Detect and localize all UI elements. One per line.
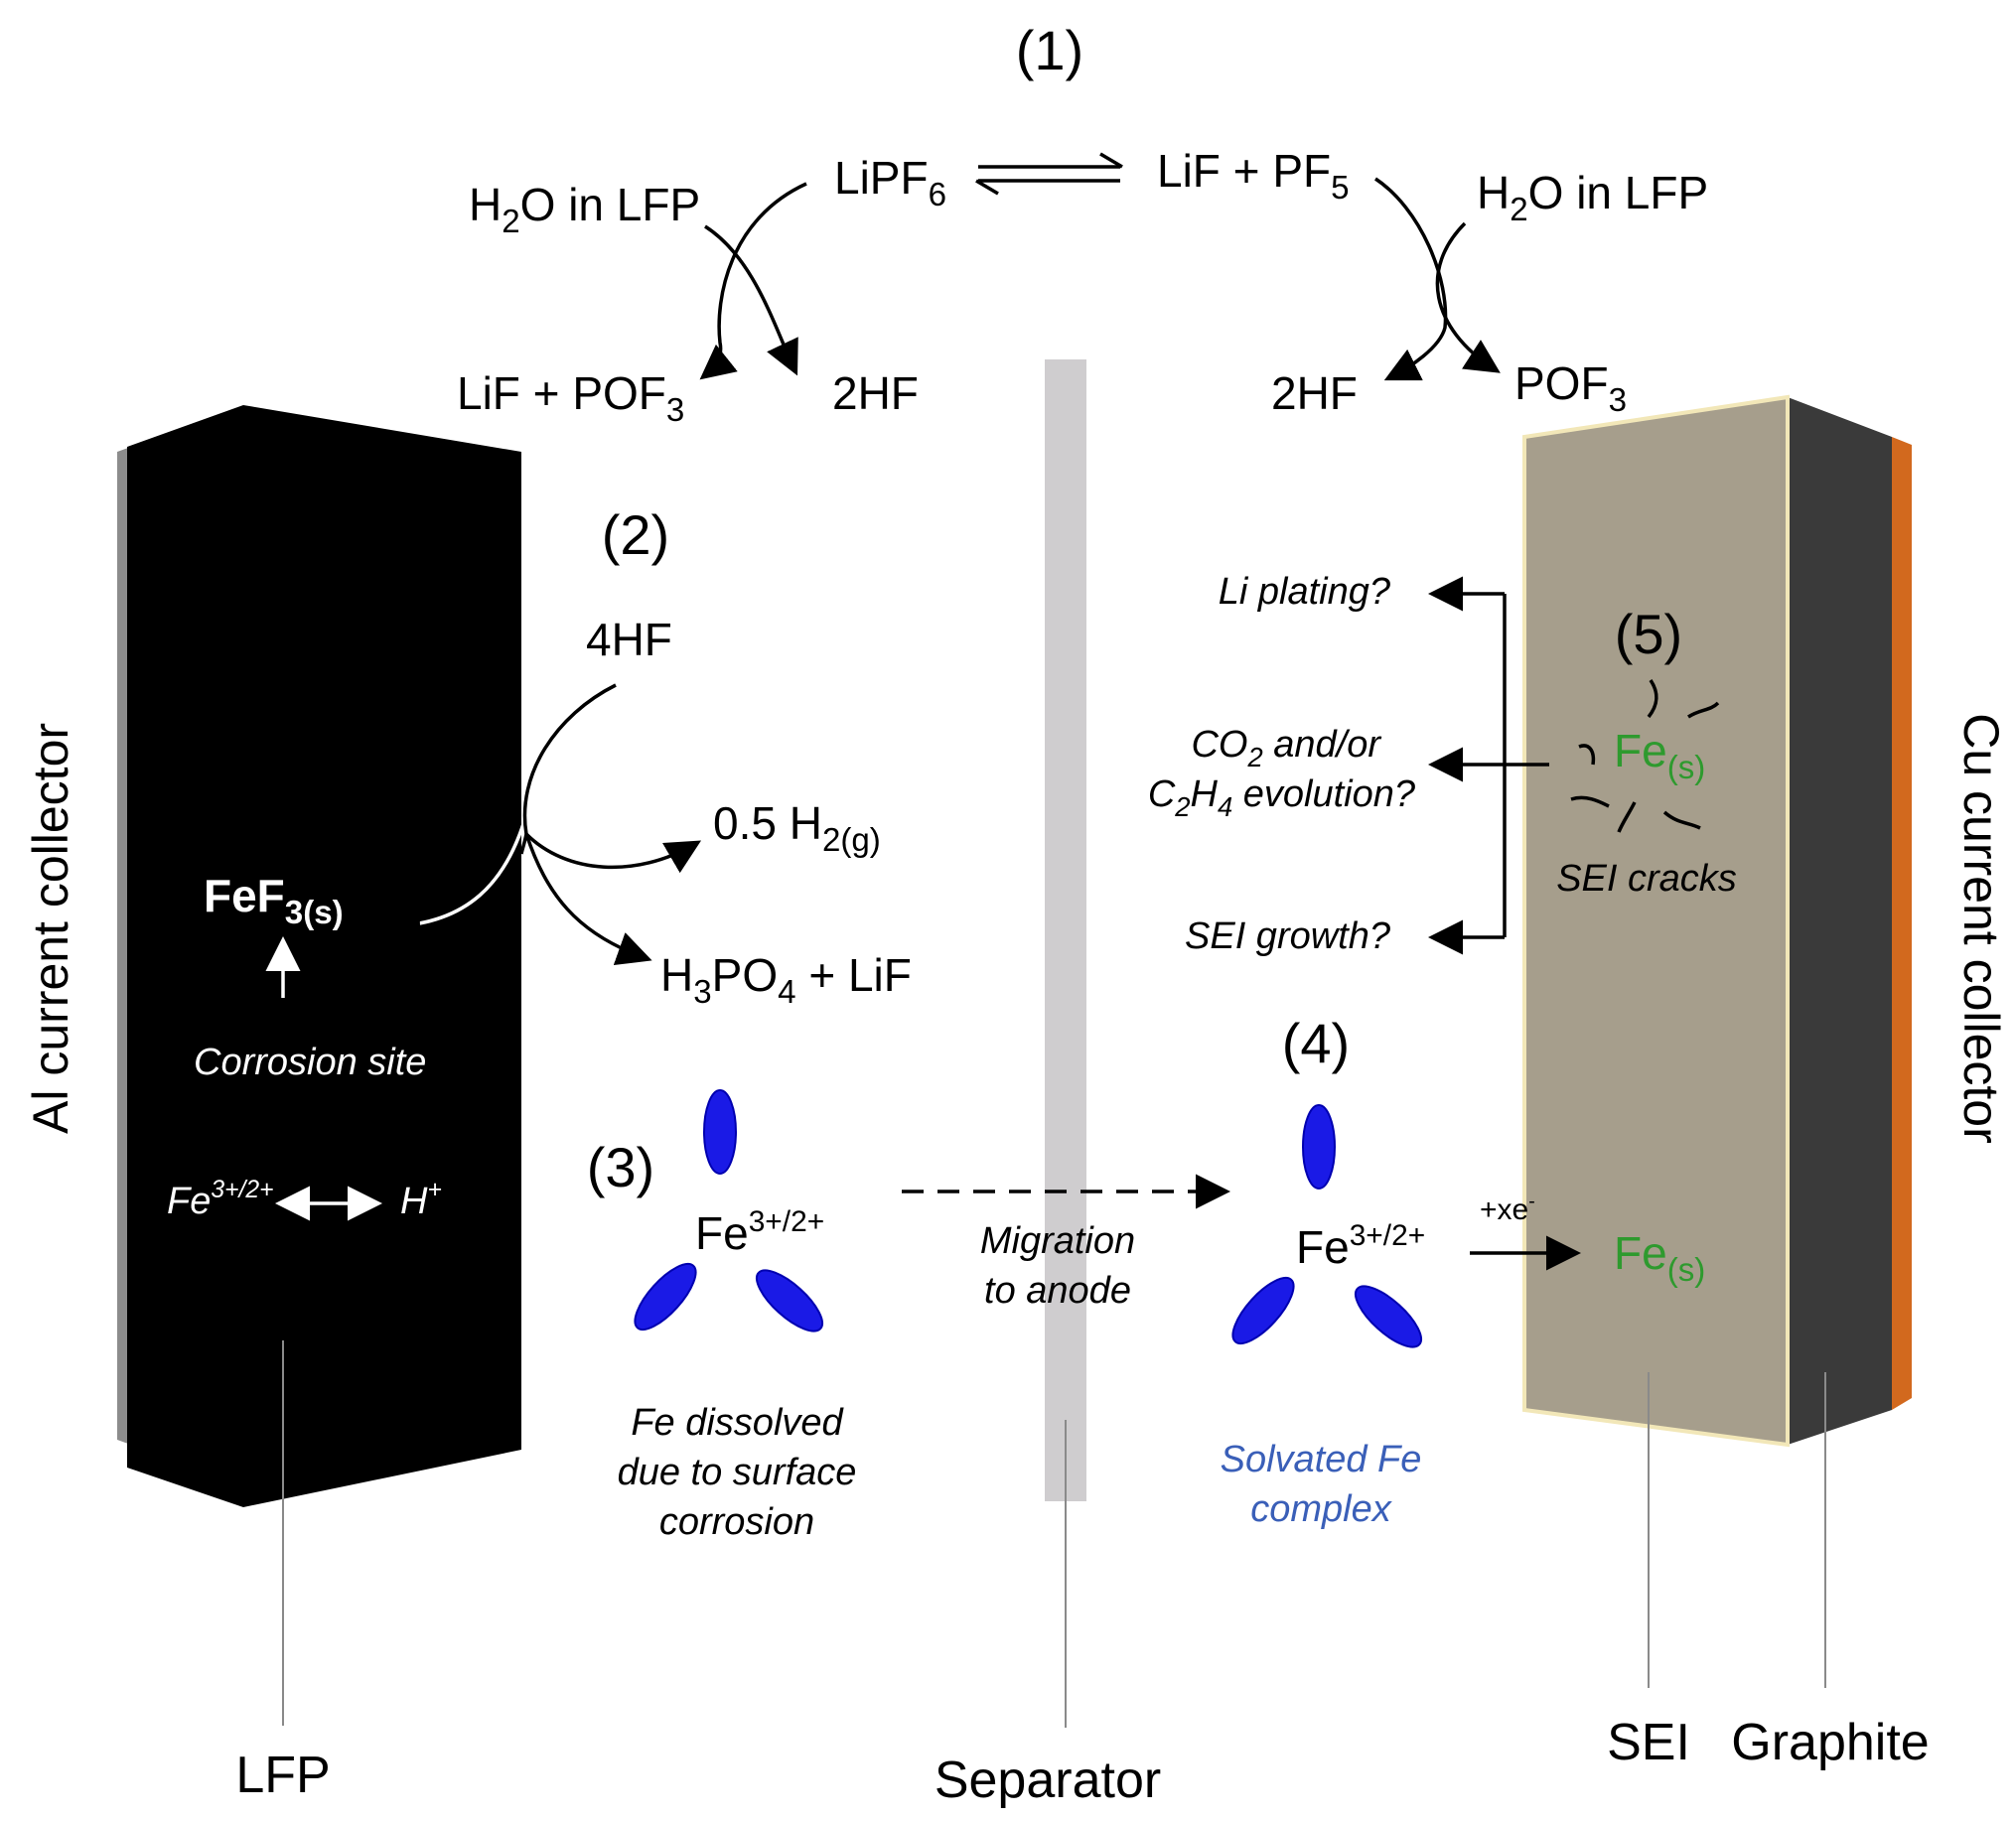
cu-current-collector-label: Cu current collector xyxy=(1953,713,2009,1144)
step-5-label: (5) xyxy=(1615,603,1682,665)
lfp-block xyxy=(127,405,521,1507)
anode-electrode xyxy=(1522,394,1912,1688)
fe-metal-step5-label: Fe(s) xyxy=(1614,725,1705,786)
lfp-electrode xyxy=(117,405,521,1726)
lipf6-label: LiPF6 xyxy=(834,152,946,213)
right-cross-arrow-b xyxy=(1435,221,1501,373)
ligand-right xyxy=(756,1269,823,1332)
lfp-label: LFP xyxy=(235,1747,330,1804)
migration-label-1: Migration xyxy=(980,1220,1135,1262)
h3po4-lif-label: H3PO4 + LiF xyxy=(660,949,912,1011)
graphite-layer xyxy=(1788,397,1892,1445)
hf-to-fef3-arrow xyxy=(385,813,528,943)
sei-cracks-label: SEI cracks xyxy=(1556,858,1737,900)
equilibrium-arrows xyxy=(975,152,1123,196)
ligand-left xyxy=(634,1263,697,1331)
proton-label: H+ xyxy=(400,1177,442,1222)
h2-gas-label: 0.5 H2(g) xyxy=(713,797,881,859)
li-plating-label: Li plating? xyxy=(1219,571,1391,613)
lif-pof3-label: LiF + POF3 xyxy=(457,367,684,429)
co2-evolution-label: CO2 and/or xyxy=(1191,724,1381,772)
ligand-left xyxy=(1231,1277,1295,1344)
fe-metal-step4-label: Fe(s) xyxy=(1614,1227,1705,1289)
2hf-left-label: 2HF xyxy=(832,367,919,419)
sei-growth-label: SEI growth? xyxy=(1185,915,1391,957)
solvated-fe-complex: Fe3+/2+ xyxy=(1231,1104,1425,1348)
hf-to-h3po4-arrow xyxy=(524,833,652,966)
2hf-right-label: 2HF xyxy=(1271,367,1358,419)
dissolved-fe-complex: Fe3+/2+ xyxy=(634,1089,824,1332)
solvated-fe-caption-1: Solvated Fe xyxy=(1221,1439,1422,1480)
pof3-label: POF3 xyxy=(1514,357,1627,419)
hf-curve-upper xyxy=(522,683,617,835)
step-5-branch-arrows xyxy=(1428,576,1549,955)
cu-current-collector-edge xyxy=(1892,437,1912,1410)
fe-dissolved-caption-2: due to surface xyxy=(618,1452,857,1493)
left-cross-arrow-b xyxy=(704,224,798,376)
separator-label: Separator xyxy=(935,1751,1161,1809)
step-3-label: (3) xyxy=(587,1136,654,1198)
separator xyxy=(1045,359,1086,1728)
step-4-label: (4) xyxy=(1282,1012,1350,1074)
fe-ion-step4-label: Fe3+/2+ xyxy=(1296,1219,1425,1273)
solvated-fe-caption-2: complex xyxy=(1250,1488,1392,1530)
corrosion-site-label: Corrosion site xyxy=(194,1042,426,1083)
hf-to-fef3-arrow-black xyxy=(519,833,528,855)
electron-gain-label: +xe- xyxy=(1480,1191,1535,1226)
fe-ion-step3-label: Fe3+/2+ xyxy=(695,1205,824,1259)
left-cross-arrow-a xyxy=(699,182,807,380)
c2h4-evolution-label: C2H4 evolution? xyxy=(1148,773,1416,822)
sei-label: SEI xyxy=(1607,1714,1690,1771)
lif-pf5-label: LiF + PF5 xyxy=(1157,145,1350,207)
4hf-label: 4HF xyxy=(586,614,672,665)
ligand-top xyxy=(703,1089,737,1175)
sei-cracks-cluster: Fe(s) xyxy=(1570,679,1720,833)
fe-dissolved-caption-3: corrosion xyxy=(659,1501,814,1543)
migration-label-2: to anode xyxy=(984,1270,1131,1312)
h2o-in-lfp-left-label: H2O in LFP xyxy=(469,179,700,240)
ligand-top xyxy=(1302,1104,1336,1190)
right-cross-arrow-a xyxy=(1374,177,1448,381)
al-current-collector-label: Al current collector xyxy=(23,723,78,1134)
step-2-label: (2) xyxy=(602,503,669,566)
h2o-in-lfp-right-label: H2O in LFP xyxy=(1477,167,1708,228)
step-1-label: (1) xyxy=(1016,19,1083,81)
fe-ion-lfp-label: Fe3+/2+ xyxy=(167,1177,274,1222)
hf-to-h2-arrow xyxy=(524,832,702,874)
sei-layer xyxy=(1522,394,1790,1448)
reaction-2: 4HF 0.5 H2(g) H3PO4 + LiF xyxy=(385,614,912,1011)
fef3-label: FeF3(s) xyxy=(204,870,344,931)
fe-dissolved-caption-1: Fe dissolved xyxy=(631,1402,844,1444)
ligand-right xyxy=(1355,1285,1422,1348)
graphite-label: Graphite xyxy=(1731,1714,1929,1771)
separator-sheet xyxy=(1045,359,1086,1501)
lfp-interior-labels: FeF3(s) Corrosion site Fe3+/2+ H+ xyxy=(167,870,442,1222)
reaction-1: LiPF6 LiF + PF5 H2O in LFP H2O in LFP Li… xyxy=(457,145,1708,429)
